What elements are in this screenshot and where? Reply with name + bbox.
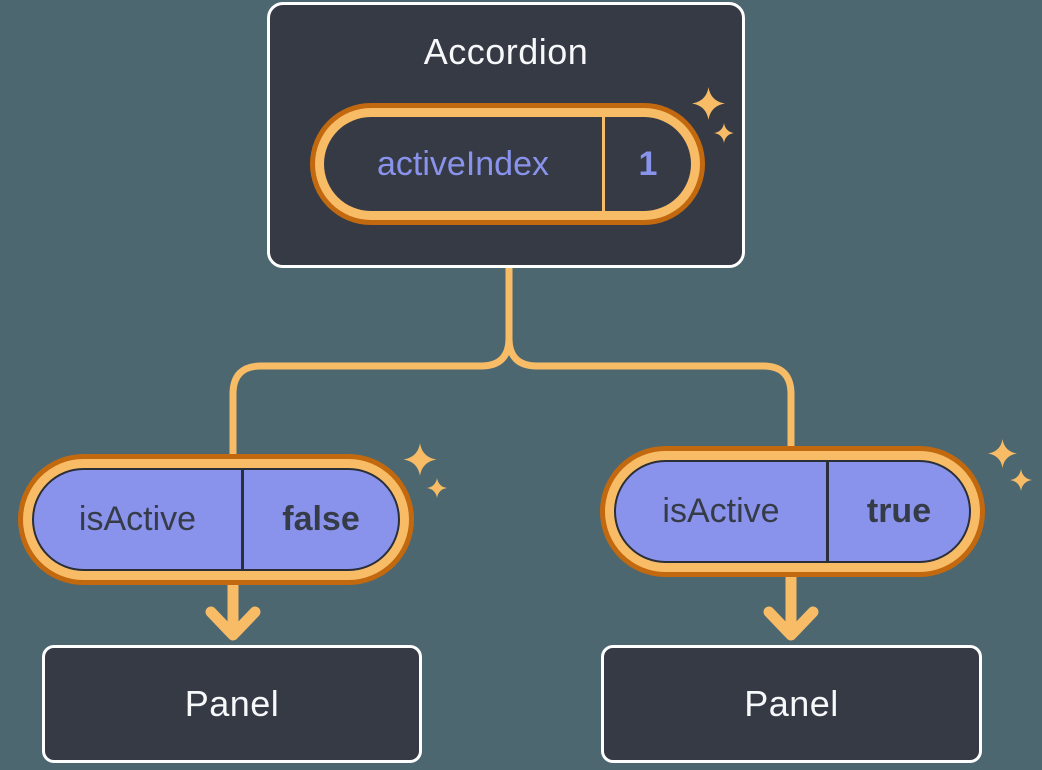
arrow-down-left — [205, 577, 261, 641]
sparkle-icon — [713, 123, 735, 143]
prop-pill-ring: isActive true — [605, 451, 980, 572]
prop-pill-isactive-true: isActive true — [600, 446, 985, 577]
sparkle-icon — [403, 443, 437, 476]
prop-value-label: true — [866, 492, 932, 530]
sparkle-icon — [988, 437, 1017, 470]
prop-pill-body: isActive true — [614, 460, 971, 563]
state-pill-ring: activeIndex 1 — [315, 108, 700, 220]
sparkle-icon — [1010, 468, 1032, 492]
state-name-label: activeIndex — [377, 144, 549, 183]
branch-line-left — [229, 266, 513, 455]
state-pill: activeIndex 1 — [310, 103, 705, 225]
prop-pill-divider — [241, 470, 244, 569]
panel-node-right: Panel — [601, 645, 982, 763]
accordion-node: Accordion activeIndex 1 — [267, 2, 745, 268]
state-pill-body: activeIndex 1 — [324, 117, 691, 211]
panel-node-left: Panel — [42, 645, 422, 763]
sparkle-icon — [692, 86, 725, 121]
prop-value-label: false — [282, 500, 360, 538]
prop-pill-divider — [826, 462, 829, 561]
panel-title: Panel — [184, 683, 280, 724]
accordion-node-title: Accordion — [423, 31, 589, 72]
prop-name-label: isActive — [662, 492, 780, 530]
state-pill-divider — [602, 117, 605, 211]
state-value-label: 1 — [638, 144, 658, 183]
arrow-down-right — [763, 569, 819, 641]
sparkle-icon — [427, 478, 447, 498]
panel-title: Panel — [744, 683, 839, 724]
prop-pill-body: isActive false — [32, 468, 400, 571]
branch-line-right — [505, 266, 795, 447]
prop-name-label: isActive — [78, 500, 197, 538]
prop-pill-isactive-false: isActive false — [18, 454, 414, 585]
prop-pill-ring: isActive false — [23, 459, 409, 580]
